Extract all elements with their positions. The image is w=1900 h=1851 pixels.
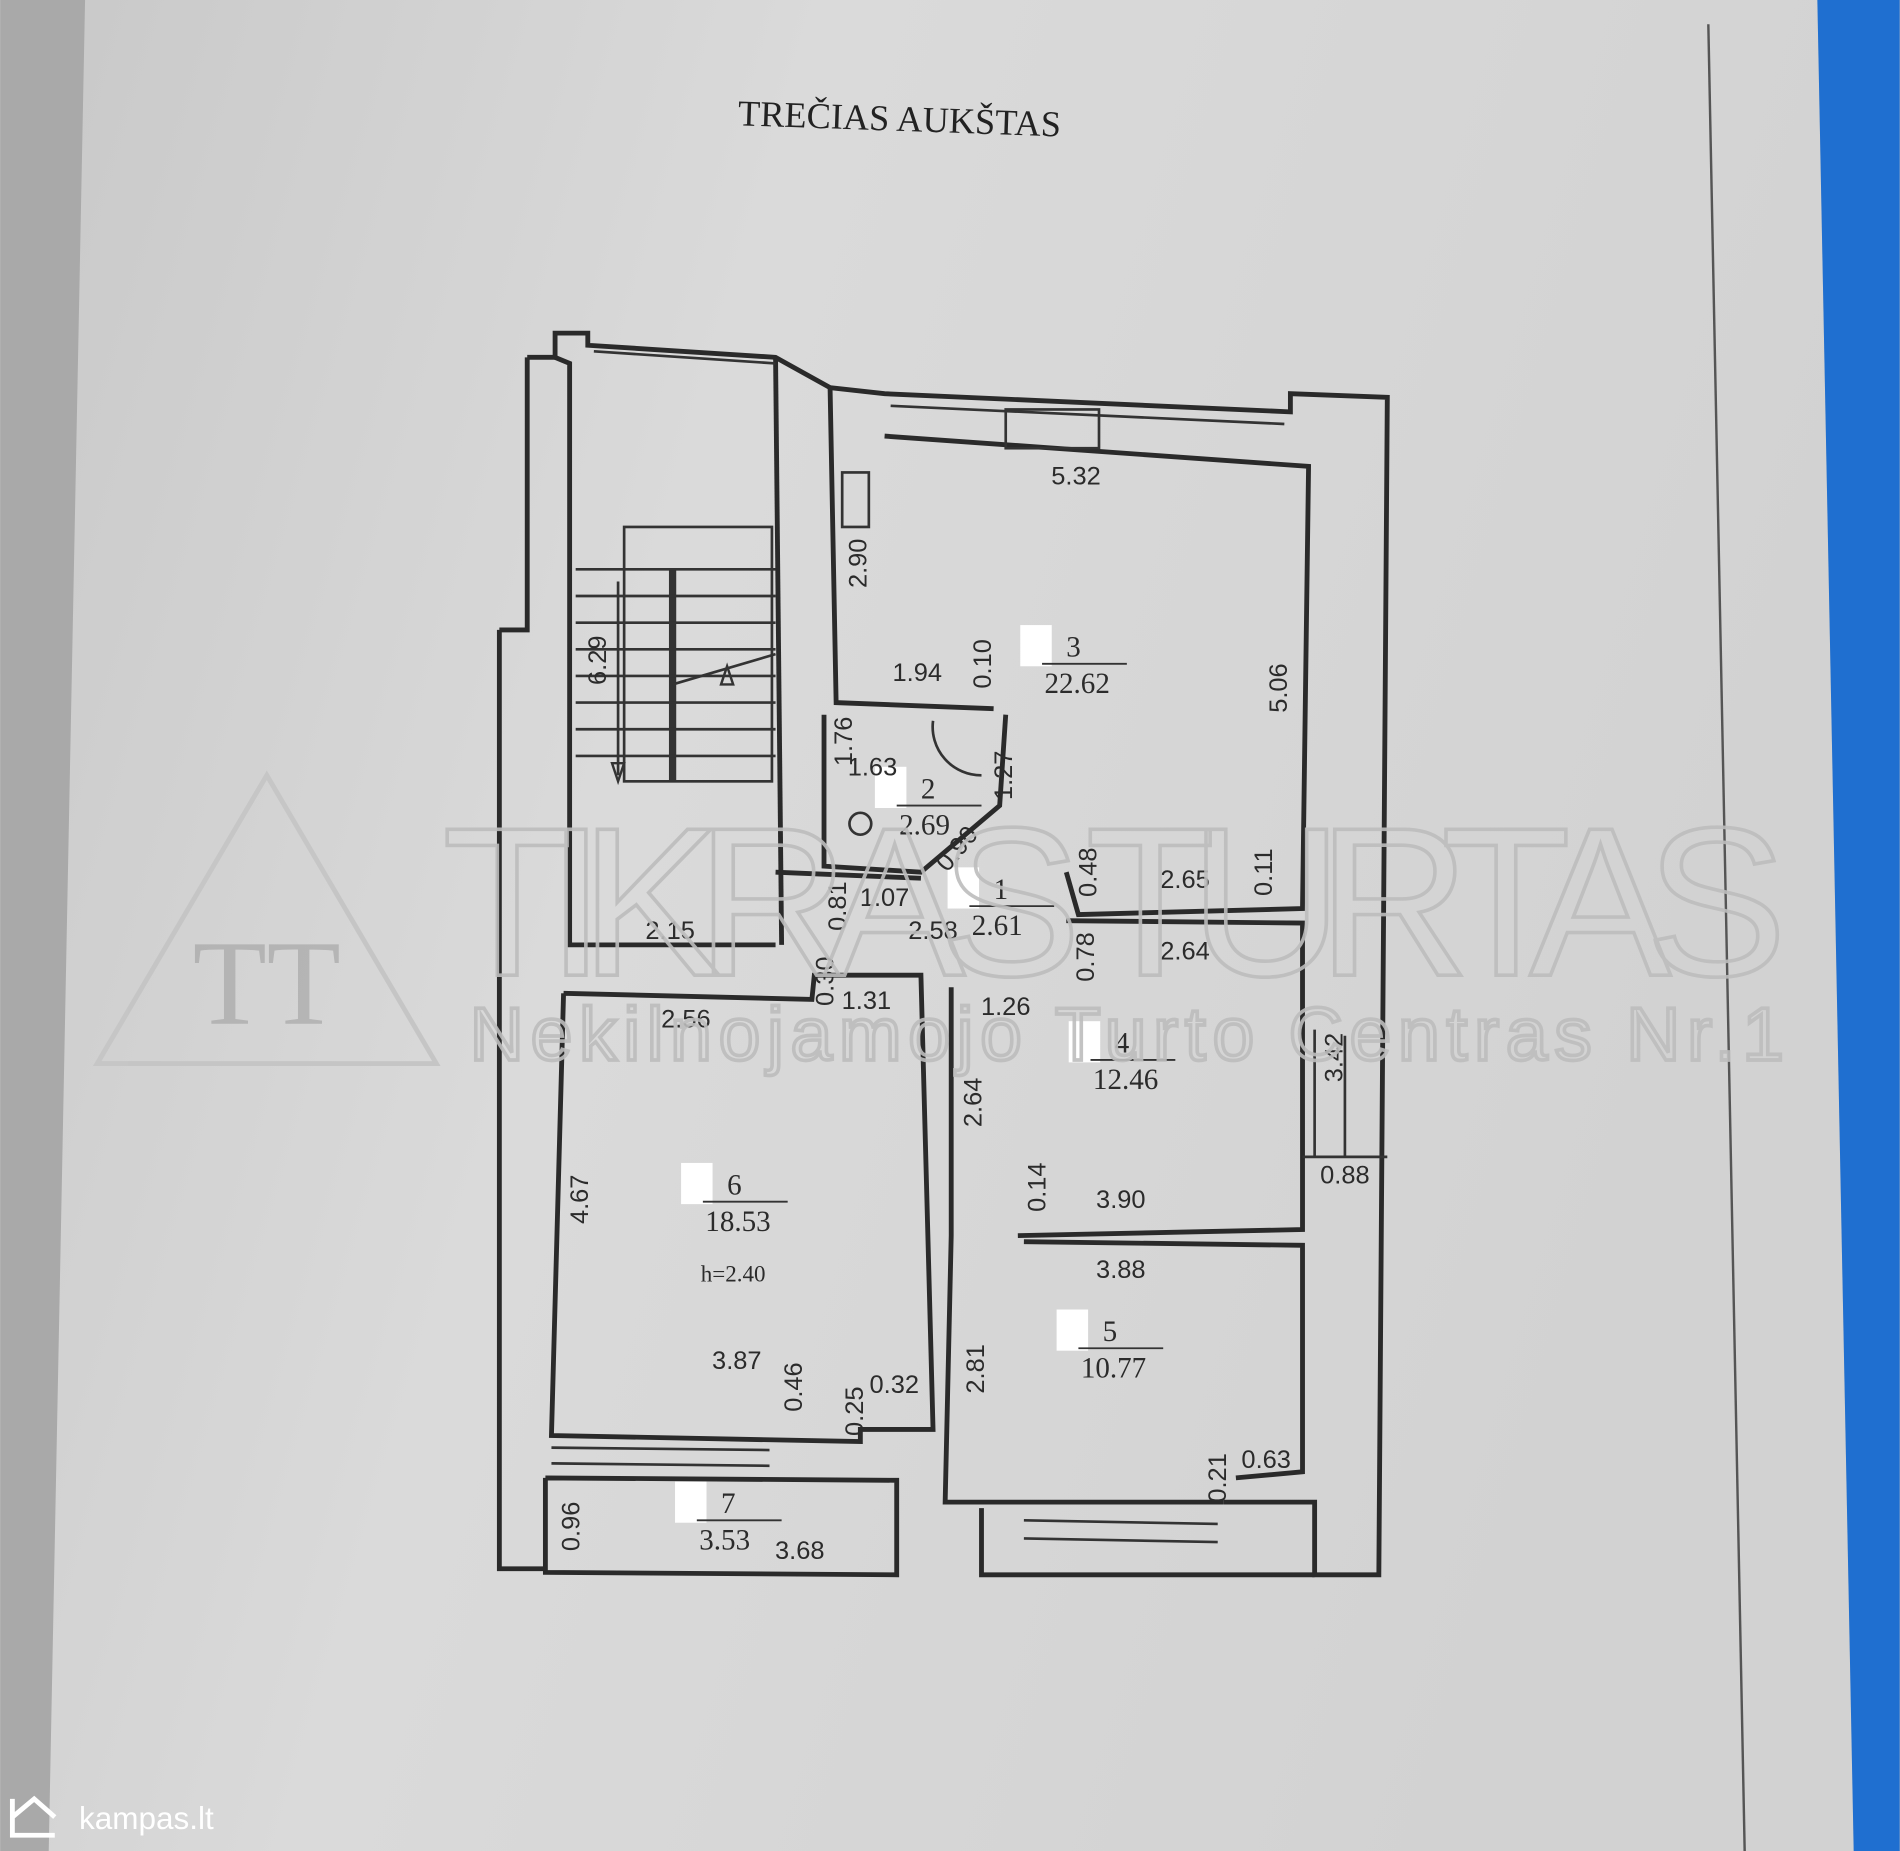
dimension-label: 1.94: [893, 659, 942, 687]
dimension-label: 2.90: [844, 539, 872, 588]
room-label: 322.62: [1020, 625, 1127, 700]
dimension-label: 3.90: [1096, 1186, 1145, 1214]
dimension-label: 2.58: [908, 917, 957, 945]
dimension-label: 3.68: [775, 1537, 824, 1565]
room-area: 18.53: [705, 1206, 770, 1238]
room-label: 22.69: [874, 766, 982, 842]
dimension-label: 0.21: [1204, 1453, 1232, 1502]
dimension-label: 2.64: [959, 1078, 987, 1127]
dimension-label: 0.46: [780, 1362, 808, 1411]
dimension-label: 1.63: [848, 753, 897, 781]
redaction-box: [1020, 625, 1052, 667]
binder-edge: [1817, 0, 1900, 1851]
dimension-label: 1.07: [860, 884, 909, 912]
dimension-label: 0.78: [1072, 932, 1100, 981]
dimension-label: 0.14: [1024, 1162, 1052, 1211]
redaction-box: [681, 1162, 713, 1205]
room-number: 3: [1066, 632, 1081, 664]
room-area: 2.61: [972, 910, 1023, 942]
door-swing-icon: [931, 720, 982, 777]
dimension-label: 6.29: [584, 635, 612, 684]
room-label: 618.53: [681, 1162, 788, 1238]
dimension-label: 0.88: [1320, 1162, 1369, 1190]
dimension-label: 3.88: [1096, 1256, 1145, 1284]
watermark-logo-triangle: [92, 770, 441, 1067]
toilet-icon: [848, 811, 873, 836]
redaction-box: [947, 867, 980, 909]
watermark: TT TIKRAS TURTAS Nekilnojamojo Turto Cen…: [92, 770, 1789, 1078]
room-area: 2.69: [899, 810, 950, 842]
watermark-tagline: Nekilnojamojo Turto Centras Nr.1: [470, 992, 1784, 1076]
dimension-label: 2.15: [645, 917, 694, 945]
dimension-label: 0.81: [824, 881, 852, 930]
dimension-label: 0.96: [557, 1502, 585, 1551]
kampas-logo: kampas.lt: [9, 1795, 214, 1838]
room-area: 3.53: [699, 1524, 750, 1556]
dimension-label: 2.65: [1160, 866, 1209, 894]
room-area: 22.62: [1044, 668, 1109, 700]
house-icon: [9, 1795, 57, 1838]
room-label: 73.53: [675, 1481, 782, 1556]
dimension-label: 4.67: [566, 1175, 594, 1224]
room-area: 12.46: [1093, 1064, 1158, 1096]
dimension-label: 0.32: [870, 1371, 919, 1399]
stove-icon: [840, 471, 871, 529]
dimension-label: 3.87: [712, 1347, 761, 1375]
dimension-label: 0.11: [1250, 848, 1278, 896]
ceiling-height-label: h=2.40: [701, 1261, 766, 1287]
dimension-label: 1.26: [981, 993, 1030, 1021]
dimension-label: 5.06: [1265, 663, 1293, 712]
kampas-logo-text: kampas.lt: [79, 1800, 214, 1836]
room-number: 5: [1103, 1316, 1118, 1348]
watermark-logo-letters: TT: [193, 917, 341, 1051]
dimension-label: 0.63: [1241, 1446, 1290, 1474]
dimension-label: 1.27: [990, 751, 1018, 800]
walls: [496, 330, 1390, 1578]
dimension-label: 2.81: [962, 1344, 990, 1393]
page-border: [1707, 24, 1746, 1851]
redaction-box: [1056, 1309, 1089, 1351]
dimension-label: 0.25: [841, 1387, 869, 1436]
dimension-label: 5.32: [1051, 463, 1100, 491]
dimension-label: 2.56: [661, 1005, 710, 1033]
dimension-label: 2.64: [1160, 937, 1209, 965]
redaction-box: [675, 1481, 707, 1523]
redaction-box: [874, 766, 907, 808]
dimension-label: 1.31: [842, 987, 891, 1015]
room-label: 412.46: [1068, 1021, 1176, 1096]
room-area: 10.77: [1081, 1352, 1146, 1384]
room-number: 7: [721, 1488, 736, 1520]
room-label: 510.77: [1056, 1309, 1164, 1384]
room-number: 2: [921, 773, 936, 805]
room-label: 12.61: [947, 867, 1055, 942]
room-number: 6: [727, 1169, 742, 1201]
dimension-label: 0.10: [969, 639, 997, 688]
watermark-brand: TIKRAS TURTAS: [442, 783, 1787, 1020]
room-number: 4: [1115, 1028, 1130, 1060]
room-number: 1: [994, 874, 1009, 906]
dimension-label: 0.30: [812, 956, 840, 1005]
staircase: [575, 525, 776, 786]
dimension-label: 0.48: [1075, 847, 1103, 896]
dimension-label: 3.42: [1320, 1033, 1348, 1082]
dimension-label: 1.76: [830, 717, 858, 766]
redaction-box: [1068, 1021, 1101, 1063]
